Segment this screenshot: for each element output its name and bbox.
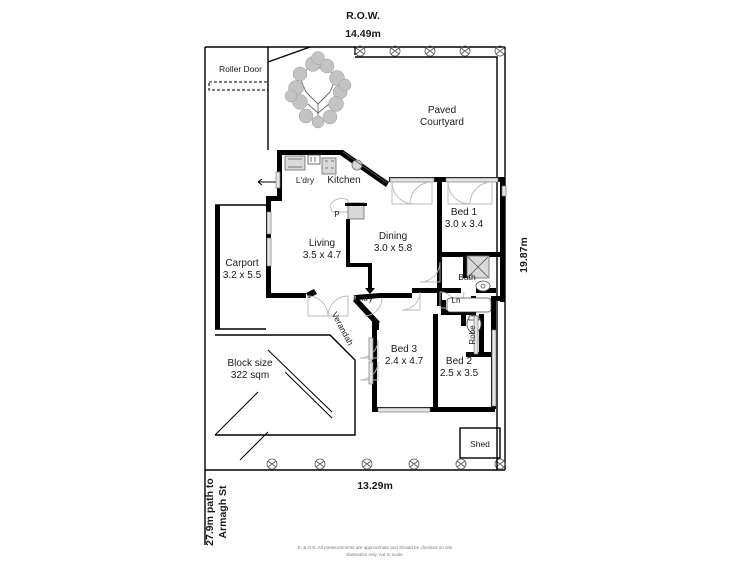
laundry-access	[257, 171, 281, 189]
pantry-label: P	[334, 210, 339, 219]
bathtub-icon	[446, 297, 492, 313]
bed2-window	[491, 329, 497, 407]
bed3-label: Bed 3	[391, 344, 418, 355]
block-size-line2: 322 sqm	[231, 370, 269, 381]
bed2-size: 2.5 x 3.5	[440, 368, 479, 379]
living-dining-partition	[346, 219, 375, 294]
carport: Carport 3.2 x 5.5	[215, 204, 272, 330]
bath-label: Bath	[458, 272, 476, 282]
left-path-line2: Armagh St	[217, 485, 229, 539]
roller-door-label: Roller Door	[219, 64, 262, 74]
living-label: Living	[309, 238, 335, 249]
living-size: 3.5 x 4.7	[303, 250, 342, 261]
disclaimer-line1: E. & O.E. All measurements are approxima…	[298, 545, 453, 550]
bed1-window-left	[389, 177, 435, 183]
sink-icon	[284, 155, 306, 171]
block-area: Block size 322 sqm	[214, 334, 356, 461]
robe-label: Robe	[468, 325, 477, 345]
bed2-label: Bed 2	[446, 356, 473, 367]
dining-label: Dining	[379, 231, 407, 242]
left-path-line1: 27.9m path to	[204, 478, 216, 546]
linen-label: Ln	[452, 296, 461, 305]
paved-courtyard: Paved Courtyard	[355, 56, 498, 470]
roller-door-area: Roller Door	[208, 46, 311, 150]
kitchen-label: Kitchen	[327, 175, 360, 186]
block-size-line1: Block size	[227, 358, 272, 369]
bottom-dimension: 13.29m	[357, 480, 393, 492]
right-dimension: 19.87m	[518, 237, 530, 273]
shed: Shed	[459, 427, 501, 459]
living-window	[266, 237, 272, 267]
windows	[266, 177, 507, 413]
fence-posts-bottom	[266, 458, 506, 470]
bed1-window-right	[445, 177, 499, 183]
kitchen-fixtures	[284, 151, 388, 184]
counter-icon	[307, 154, 321, 165]
vanity-basin-icon	[475, 280, 491, 292]
cooktop-icon	[321, 157, 337, 175]
door-swings	[307, 181, 493, 385]
dining-size: 3.0 x 5.8	[374, 243, 413, 254]
top-dimension: 14.49m	[345, 28, 381, 40]
bed3-size: 2.4 x 4.7	[385, 356, 424, 367]
courtyard-label-line2: Courtyard	[420, 117, 464, 128]
bed1-size: 3.0 x 3.4	[445, 219, 484, 230]
bed3-window	[377, 407, 431, 413]
entry-label: Entry	[353, 293, 374, 303]
carport-size: 3.2 x 5.5	[223, 270, 262, 281]
bed1-label: Bed 1	[451, 207, 478, 218]
linen-cupboard: Ln	[452, 296, 461, 305]
disclaimer-line2: Illustration only, not to scale.	[346, 552, 404, 557]
pantry: P	[329, 198, 367, 220]
tree-icon	[284, 51, 352, 129]
robe: Robe	[468, 315, 479, 355]
carport-label: Carport	[225, 258, 259, 269]
shed-label: Shed	[470, 439, 490, 449]
laundry-label: L'dry	[296, 175, 315, 185]
side-window	[501, 185, 507, 197]
row-label: R.O.W.	[346, 10, 380, 22]
courtyard-label-line1: Paved	[428, 105, 456, 116]
fence-posts-top	[354, 45, 506, 57]
